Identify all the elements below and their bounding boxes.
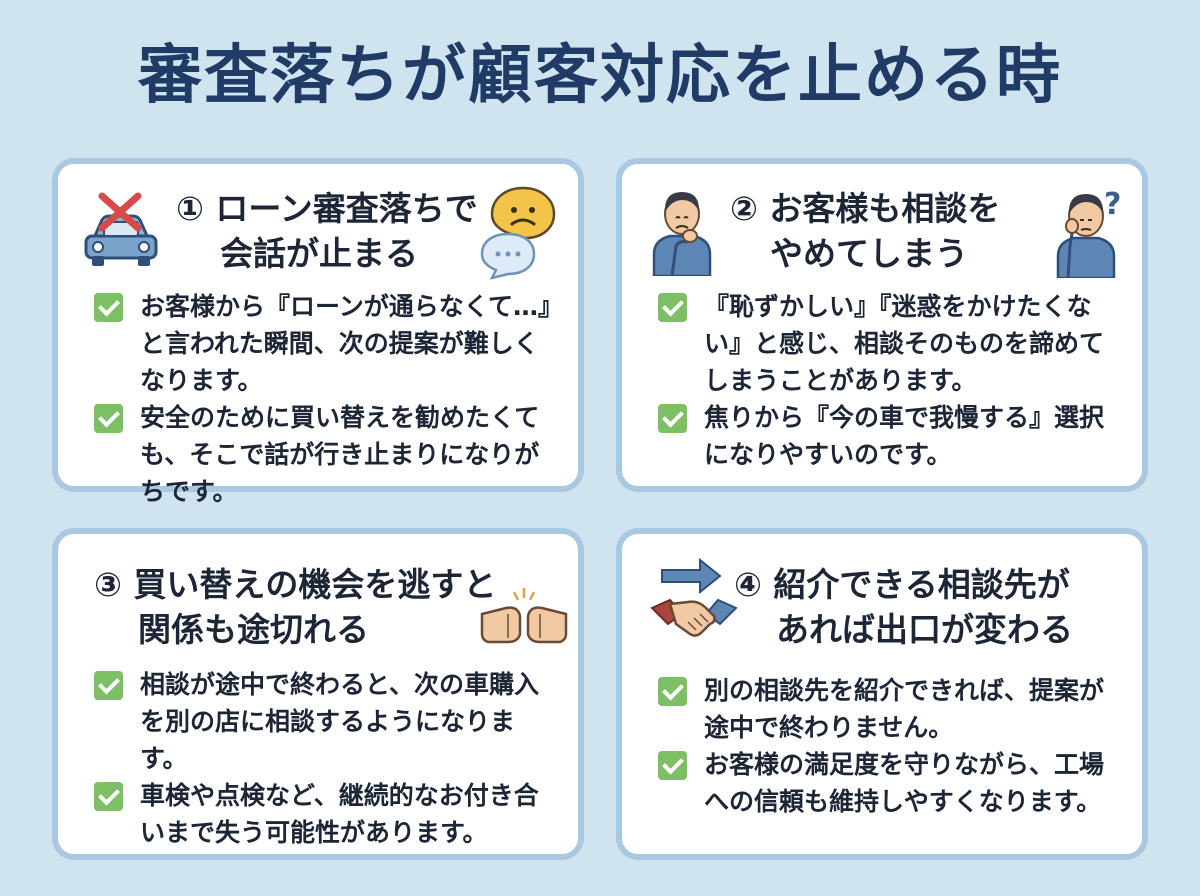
card-lost-relationship: ③ 買い替えの機会を逃すと 関係も途切れる 相談が途中で終わると、次の車購入を別… — [52, 528, 584, 860]
list-item: 焦りから『今の車で我慢する』選択になりやすいのです。 — [658, 399, 1122, 473]
list-item: お客様から『ローンが通らなくて…』と言われた瞬間、次の提案が難しくなります。 — [94, 288, 558, 399]
list-item: 車検や点検など、継続的なお付き合いまで失う可能性があります。 — [94, 777, 558, 851]
svg-text:?: ? — [1104, 187, 1121, 222]
checkmark-icon — [94, 404, 123, 433]
card-referral-changes-outcome: ④ 紹介できる相談先が あれば出口が変わる 別の相談先を紹介できれば、提案が途中… — [616, 528, 1148, 860]
bullet-text: 安全のために買い替えを勧めたくても、そこで話が行き止まりになりがちです。 — [140, 403, 540, 506]
checkmark-icon — [94, 671, 123, 700]
checkmark-icon — [94, 293, 123, 322]
fist-bump-icon — [478, 584, 570, 648]
bullet-list: 相談が途中で終わると、次の車購入を別の店に相談するようになります。 車検や点検な… — [94, 666, 558, 851]
chat-bubble-icon — [478, 228, 538, 280]
card-title: ③ 買い替えの機会を逃すと 関係も途切れる — [94, 562, 496, 652]
bullet-text: 『恥ずかしい』『迷惑をかけたくない』と感じ、相談そのものを諦めてしまうことがあり… — [704, 292, 1105, 395]
list-item: 『恥ずかしい』『迷惑をかけたくない』と感じ、相談そのものを諦めてしまうことがあり… — [658, 288, 1122, 399]
bullet-text: お客様の満足度を守りながら、工場への信頼も維持しやすくなります。 — [704, 750, 1105, 816]
list-item: お客様の満足度を守りながら、工場への信頼も維持しやすくなります。 — [658, 746, 1122, 820]
card-title-line: ① ローン審査落ちで — [176, 189, 478, 228]
bullet-text: お客様から『ローンが通らなくて…』と言われた瞬間、次の提案が難しくなります。 — [140, 292, 551, 395]
checkmark-icon — [94, 782, 123, 811]
checkmark-icon — [658, 293, 687, 322]
card-title-line: やめてしまう — [770, 234, 968, 273]
worried-person-icon — [650, 184, 714, 276]
arrow-handshake-icon — [648, 558, 740, 648]
bullet-text: 焦りから『今の車で我慢する』選択になりやすいのです。 — [704, 403, 1105, 469]
card-loan-rejected: ① ローン審査落ちで 会話が止まる お客様から『ローンが通らなくて…』と言われた… — [52, 158, 584, 506]
card-title-line: 関係も途切れる — [138, 610, 369, 649]
checkmark-icon — [658, 751, 687, 780]
checkmark-icon — [658, 404, 687, 433]
list-item: 別の相談先を紹介できれば、提案が途中で終わりません。 — [658, 672, 1122, 746]
page-title: 審査落ちが顧客対応を止める時 — [138, 39, 1062, 113]
confused-person-icon: ? — [1054, 180, 1134, 278]
bullet-text: 別の相談先を紹介できれば、提案が途中で終わりません。 — [704, 676, 1105, 742]
bullet-list: お客様から『ローンが通らなくて…』と言われた瞬間、次の提案が難しくなります。 安… — [94, 288, 558, 510]
card-title-line: あれば出口が変わる — [776, 610, 1073, 649]
card-customer-gives-up: ? ② お客様も相談を やめてしまう 『恥ずかしい』『迷惑をかけたくない』と感じ… — [616, 158, 1148, 492]
list-item: 相談が途中で終わると、次の車購入を別の店に相談するようになります。 — [94, 666, 558, 777]
card-title-line: 会話が止まる — [220, 234, 418, 273]
list-item: 安全のために買い替えを勧めたくても、そこで話が行き止まりになりがちです。 — [94, 399, 558, 510]
bullet-text: 相談が途中で終わると、次の車購入を別の店に相談するようになります。 — [140, 670, 540, 773]
card-title-line: ② お客様も相談を — [730, 189, 1001, 228]
card-title: ② お客様も相談を やめてしまう — [730, 186, 1000, 276]
bullet-text: 車検や点検など、継続的なお付き合いまで失う可能性があります。 — [140, 781, 539, 847]
bullet-list: 別の相談先を紹介できれば、提案が途中で終わりません。 お客様の満足度を守りながら… — [658, 672, 1122, 820]
card-title: ④ 紹介できる相談先が あれば出口が変わる — [734, 562, 1073, 652]
card-title-line: ④ 紹介できる相談先が — [734, 565, 1070, 604]
card-title-line: ③ 買い替えの機会を逃すと — [94, 565, 497, 604]
bullet-list: 『恥ずかしい』『迷惑をかけたくない』と感じ、相談そのものを諦めてしまうことがあり… — [658, 288, 1122, 473]
car-crossed-icon — [80, 192, 162, 272]
card-title: ① ローン審査落ちで 会話が止まる — [176, 186, 478, 276]
checkmark-icon — [658, 677, 687, 706]
